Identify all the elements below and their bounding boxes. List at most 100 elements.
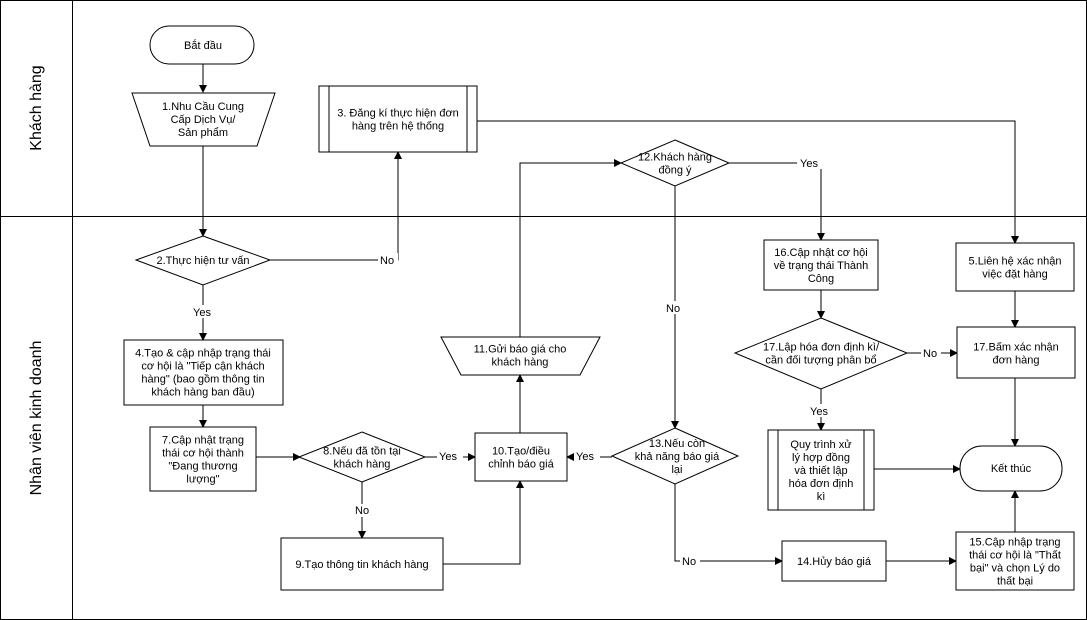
node-label-line: 16.Cập nhật cơ hội — [774, 247, 867, 259]
node-2-label: 2.Thực hiện tư vấn — [157, 255, 250, 267]
lane-label-customer: Khách hàng — [28, 65, 45, 150]
node-15-process — [955, 531, 1075, 591]
edge-n3-n5 — [477, 120, 1019, 244]
node-label-line: 12.Khách hàng — [638, 152, 712, 164]
edge-n12-n16 — [729, 162, 825, 241]
node-label-line: khách hàng — [492, 357, 549, 369]
edge-label-n8-yes: Yes — [439, 451, 457, 463]
node-label-line: thái cơ hội là "Thất — [969, 550, 1061, 562]
node-label-line: Sản phẩm — [178, 127, 228, 139]
node-label-line: cần đối tượng phân bổ — [765, 355, 876, 367]
node-label-line: bại" và chọn Lý do — [970, 563, 1060, 575]
start-terminator — [149, 25, 255, 65]
node-2-decision — [134, 235, 272, 286]
node-3-predefined-process — [318, 85, 478, 153]
node-label-line: 8.Nếu đã tồn tại — [323, 446, 401, 458]
node-1-manual-operation — [131, 92, 276, 147]
node-label-line: Bắt đầu — [184, 39, 222, 52]
edge-n2-n3 — [270, 151, 402, 261]
node-17-decision — [733, 317, 909, 390]
edge-label-n17-yes: Yes — [810, 406, 828, 418]
node-label-line: chỉnh báo giá — [488, 459, 554, 471]
node-label-line: 7.Cập nhật trạng — [162, 435, 244, 447]
node-label-line: khách hàng — [334, 459, 391, 471]
node-9-label: 9.Tạo thông tin khách hàng — [295, 559, 428, 571]
node-5-process — [955, 242, 1075, 292]
node-label-line: 2.Thực hiện tư vấn — [157, 255, 250, 267]
node-label-line: hàng trên hệ thống — [352, 121, 444, 133]
node-label-line: việc đặt hàng — [982, 269, 1047, 281]
edge-n9-n10 — [443, 480, 524, 565]
edge-label-n13-no: No — [682, 556, 696, 568]
node-12-decision — [619, 139, 731, 187]
node-17-label: 17.Lập hóa đơn định kì/cần đối tượng phâ… — [763, 342, 880, 367]
edge-n13-n14 — [674, 483, 783, 565]
node-7-process — [149, 426, 257, 492]
node-4-process — [123, 339, 284, 406]
edge-n11-n12 — [519, 159, 622, 337]
node-9-process — [280, 537, 444, 591]
node-label-line: thất bại — [997, 576, 1033, 588]
node-label-line: Cấp Dịch Vụ/ — [171, 114, 237, 126]
node-label-line: Công — [808, 273, 834, 285]
contract-process-predefined — [767, 429, 875, 511]
node-label-line: Kết thúc — [991, 463, 1032, 475]
node-8-decision — [297, 431, 427, 483]
node-label-line: 15.Cập nhập trạng — [969, 537, 1060, 549]
node-label-line: 3. Đăng kí thực hiện đơn — [337, 108, 459, 120]
node-label-line: 11.Gửi báo giá cho — [474, 344, 567, 356]
edge-label-n12-no: No — [666, 303, 680, 315]
edge-label-n2-yes: Yes — [193, 307, 211, 319]
end-terminator — [959, 445, 1063, 492]
node-label-line: 1.Nhu Cầu Cung — [162, 101, 244, 113]
node-label-line: khách hàng ban đầu) — [151, 387, 254, 399]
edge-label-n8-no: No — [355, 505, 369, 517]
node-label-line: khả năng báo giá — [635, 451, 720, 463]
lane-label-sales: Nhân viên kinh doanh — [28, 341, 45, 496]
node-label-line: 4.Tạo & cập nhập trạng thái — [135, 348, 271, 360]
node-label-line: 17.Bấm xác nhận — [973, 342, 1059, 354]
node-13-decision — [610, 427, 740, 485]
node-label-line: lý hợp đồng — [792, 452, 850, 464]
node-label-line: "Đang thương — [168, 461, 237, 473]
node-label-line: lượng" — [186, 474, 219, 486]
node-label-line: đồng ý — [658, 165, 692, 177]
edge-label-n13-yes: Yes — [576, 451, 594, 463]
node-label-line: 13.Nếu còn — [649, 438, 705, 450]
node-label-line: kì — [817, 491, 826, 503]
node-label-line: hóa đơn định — [789, 478, 854, 490]
node-label-line: 10.Tạo/điều — [492, 446, 550, 458]
node-label-line: Quy trình xử — [790, 439, 852, 451]
node-label-line: đơn hàng — [993, 355, 1040, 367]
node-17b-process — [956, 326, 1076, 379]
node-14-process — [781, 540, 887, 582]
node-label-line: 5.Liên hệ xác nhận — [969, 256, 1062, 268]
edge-label-n2-no: No — [380, 255, 394, 267]
end-label: Kết thúc — [991, 463, 1032, 475]
node-label-line: và thiết lập — [794, 465, 847, 477]
node-label-line: cơ hội là "Tiếp cận khách — [141, 361, 264, 373]
node-label-line: 9.Tạo thông tin khách hàng — [295, 559, 428, 571]
node-11-manual-operation — [440, 336, 601, 376]
node-label-line: lại — [671, 464, 682, 476]
edge-labels: No Yes Yes No Yes No Yes No No Yes — [190, 156, 941, 568]
node-label-line: hàng" (bao gồm thông tin — [141, 374, 264, 386]
node-16-process — [763, 239, 879, 291]
node-14-label: 14.Hủy báo giá — [797, 556, 872, 568]
edge-label-n12-yes: Yes — [800, 158, 818, 170]
node-label-line: 17.Lập hóa đơn định kì/ — [763, 342, 880, 354]
